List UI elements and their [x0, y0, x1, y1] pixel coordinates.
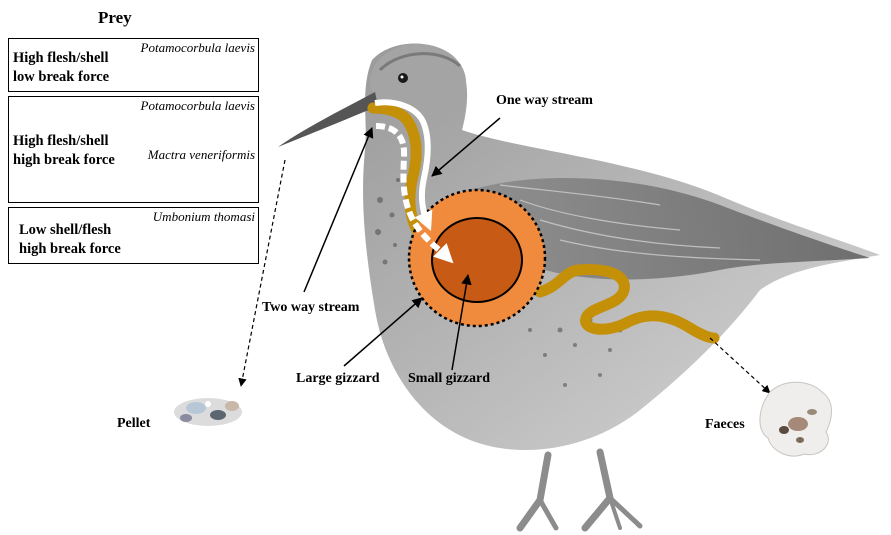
- bird-legs: [520, 452, 640, 528]
- prey-box-2: Potamocorbula laevis High flesh/shell hi…: [8, 96, 259, 203]
- label-pellet: Pellet: [117, 416, 150, 432]
- label-small-gizzard: Small gizzard: [408, 371, 490, 387]
- label-line: high break force: [13, 152, 115, 168]
- species-name: Umbonium thomasi: [153, 209, 255, 225]
- prey-box-3: Umbonium thomasi Low shell/flesh high br…: [8, 207, 259, 264]
- small-gizzard: [432, 218, 522, 302]
- label-large-gizzard: Large gizzard: [296, 371, 380, 387]
- pointer-faeces: [710, 338, 770, 393]
- species-name: Potamocorbula laevis: [141, 40, 255, 56]
- prey-category-label: Low shell/flesh high break force: [19, 221, 121, 259]
- prey-category-label: High flesh/shell low break force: [13, 49, 109, 87]
- pellet-image: [174, 398, 242, 426]
- prey-box-1: Potamocorbula laevis High flesh/shell lo…: [8, 38, 259, 92]
- label-line: High flesh/shell: [13, 50, 108, 66]
- prey-category-label: High flesh/shell high break force: [13, 132, 115, 170]
- label-two-way-stream: Two way stream: [262, 300, 359, 316]
- species-name: Potamocorbula laevis: [141, 98, 255, 114]
- prey-title: Prey: [98, 8, 132, 28]
- label-one-way-stream: One way stream: [496, 93, 593, 109]
- label-line: High flesh/shell: [13, 133, 108, 149]
- bird-beak: [278, 92, 378, 147]
- faeces-image: [760, 382, 832, 456]
- label-line: Low shell/flesh: [19, 222, 111, 238]
- label-line: high break force: [19, 241, 121, 257]
- species-name: Mactra veneriformis: [148, 147, 255, 163]
- pointer-two-way-stream: [304, 128, 372, 292]
- label-line: low break force: [13, 69, 109, 85]
- label-faeces: Faeces: [705, 417, 745, 433]
